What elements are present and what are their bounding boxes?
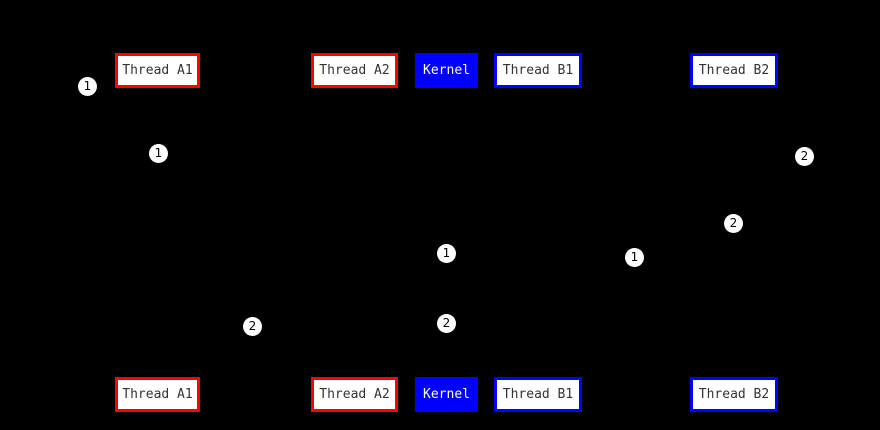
participant-label: Kernel bbox=[423, 387, 470, 402]
participant-box-thread-a2-top[interactable]: Thread A2 bbox=[311, 53, 398, 88]
participant-label: Thread B1 bbox=[502, 387, 574, 402]
lifeline-tick-thread-b2-bottom bbox=[733, 375, 736, 378]
participant-box-thread-b2-bottom[interactable]: Thread B2 bbox=[690, 377, 778, 412]
lifeline-thread-a1 bbox=[158, 88, 159, 377]
participant-box-thread-b2-top[interactable]: Thread B2 bbox=[690, 53, 778, 88]
participant-box-thread-b1-bottom[interactable]: Thread B1 bbox=[494, 377, 582, 412]
participant-box-thread-a1-top[interactable]: Thread A1 bbox=[115, 53, 200, 88]
lifeline-tick-thread-a2-bottom bbox=[354, 375, 357, 378]
lifeline-kernel bbox=[446, 88, 447, 377]
participant-label: Thread A2 bbox=[319, 387, 390, 402]
step-badge[interactable]: 1 bbox=[437, 244, 456, 263]
step-badge[interactable]: 2 bbox=[724, 214, 743, 233]
lifeline-tick-thread-a1-bottom bbox=[157, 375, 160, 378]
participant-box-kernel-bottom[interactable]: Kernel bbox=[415, 377, 478, 412]
participant-box-thread-b1-top[interactable]: Thread B1 bbox=[494, 53, 582, 88]
participant-label: Thread B2 bbox=[698, 63, 770, 78]
lifeline-thread-a2 bbox=[355, 88, 356, 377]
step-badge[interactable]: 1 bbox=[149, 144, 168, 163]
participant-label: Thread B2 bbox=[698, 387, 770, 402]
participant-box-thread-a1-bottom[interactable]: Thread A1 bbox=[115, 377, 200, 412]
step-badge[interactable]: 2 bbox=[437, 314, 456, 333]
participant-box-kernel-top[interactable]: Kernel bbox=[415, 53, 478, 88]
lifeline-tick-kernel-bottom bbox=[445, 375, 448, 378]
participant-label: Thread A2 bbox=[319, 63, 390, 78]
step-badge[interactable]: 2 bbox=[795, 147, 814, 166]
message-arrow-2 bbox=[446, 253, 538, 254]
participant-label: Thread B1 bbox=[502, 63, 574, 78]
step-badge[interactable]: 2 bbox=[243, 317, 262, 336]
step-badge[interactable]: 1 bbox=[78, 77, 97, 96]
message-arrow-4 bbox=[446, 323, 538, 324]
participant-box-thread-a2-bottom[interactable]: Thread A2 bbox=[311, 377, 398, 412]
message-arrow-1 bbox=[158, 152, 355, 153]
participant-label: Kernel bbox=[423, 63, 470, 78]
participant-label: Thread A1 bbox=[122, 387, 193, 402]
participant-label: Thread A1 bbox=[122, 63, 193, 78]
lifeline-thread-b1 bbox=[538, 88, 539, 377]
step-badge[interactable]: 1 bbox=[625, 248, 644, 267]
lifeline-tick-thread-b1-bottom bbox=[537, 375, 540, 378]
